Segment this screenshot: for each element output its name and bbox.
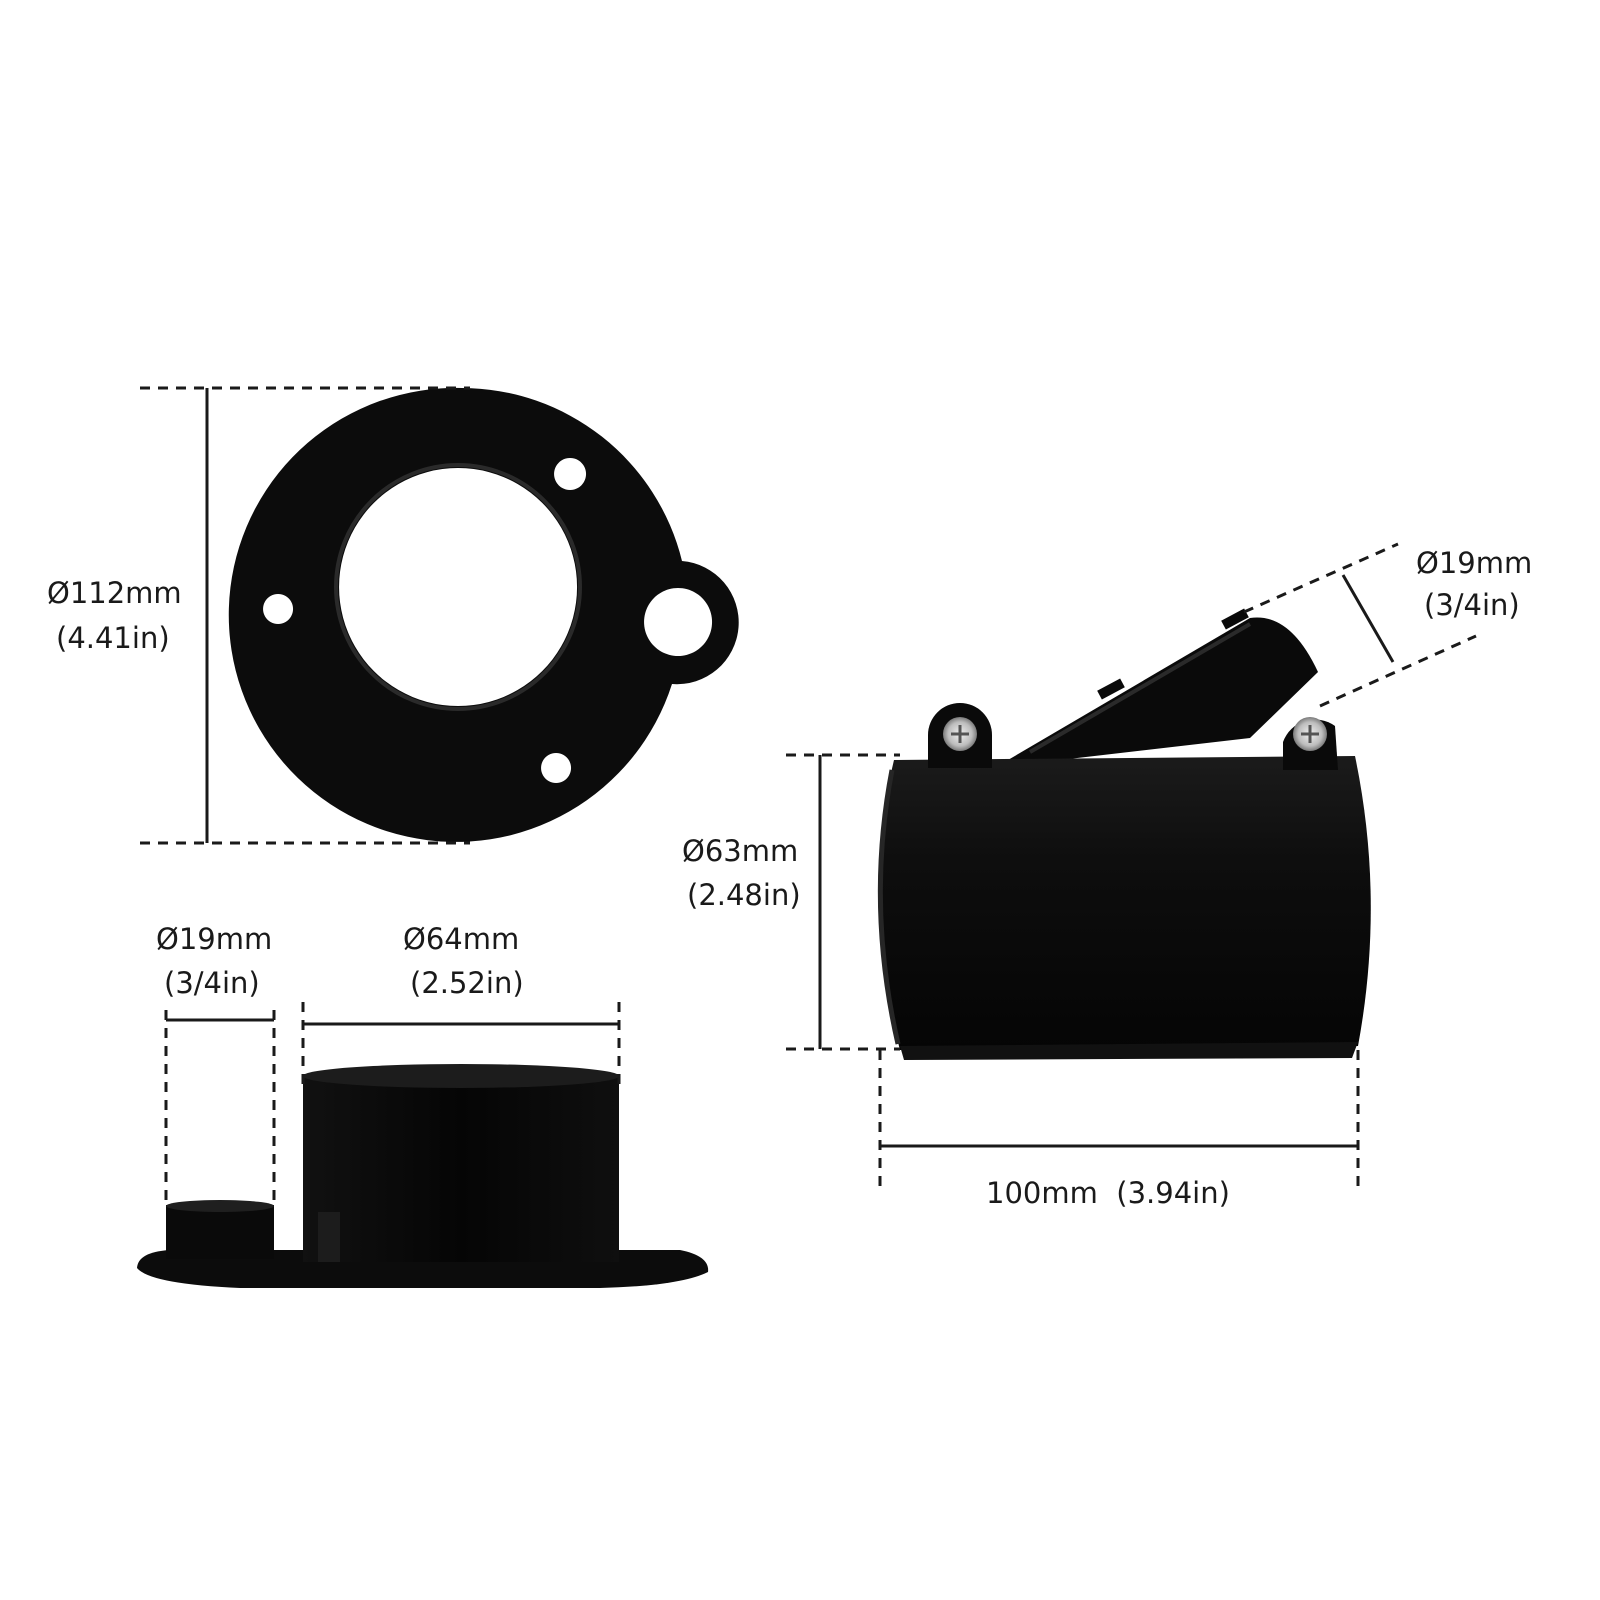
dim-label-tube-in: (2.48in) (687, 878, 801, 912)
branch-dimension: Ø19mm (3/4in) (1243, 542, 1532, 708)
flange-height-dimension: Ø112mm (4.41in) (47, 386, 470, 845)
dim-label-branch-in: (3/4in) (1424, 588, 1520, 622)
screw-slot-right (1301, 725, 1319, 743)
tube-length-dimension: 100mm (3.94in) (878, 1050, 1360, 1210)
small-tube-dimension: Ø19mm (3/4in) (156, 922, 276, 1208)
dim-label-length: 100mm (3.94in) (986, 1176, 1230, 1210)
dim-label-branch-mm: Ø19mm (1416, 546, 1532, 580)
dim-line-branch-top (1243, 542, 1399, 614)
dim-line-branch-bottom (1319, 634, 1477, 708)
dim-label-small-mm: Ø19mm (156, 922, 272, 956)
dim-label-cup-mm: Ø64mm (403, 922, 519, 956)
main-tube-bottom-lip (900, 1042, 1358, 1060)
tube-diameter-dimension: Ø63mm (2.48in) (682, 753, 900, 1051)
branch-tab-2 (1097, 678, 1125, 700)
dim-label-tube-mm: Ø63mm (682, 834, 798, 868)
screw-slot-left (951, 725, 969, 743)
dim-label-flange-mm: Ø112mm (47, 576, 182, 610)
main-cup-rim (303, 1064, 619, 1088)
branch-pipe (1008, 617, 1318, 760)
dim-label-small-in: (3/4in) (164, 966, 260, 1000)
branch-pipe-highlight (1028, 622, 1252, 754)
small-tube-stub (166, 1205, 274, 1259)
flange-top-view (228, 387, 739, 842)
flange-side-view (137, 1064, 709, 1288)
dim-label-flange-in: (4.41in) (56, 621, 170, 655)
small-tube-rim (166, 1200, 274, 1212)
main-tube (878, 756, 1371, 1050)
dim-arrow-branch (1341, 574, 1395, 663)
flange-inner-rim (334, 463, 582, 711)
cup-notch (318, 1212, 340, 1262)
main-tube-left-edge (877, 769, 901, 1045)
dim-label-cup-in: (2.52in) (410, 966, 524, 1000)
tube-assembly (877, 608, 1371, 1060)
branch-tab-1 (1221, 608, 1249, 630)
main-cup-body (303, 1074, 619, 1262)
cup-dimension: Ø64mm (2.52in) (301, 922, 621, 1084)
flange-plate (228, 387, 739, 842)
